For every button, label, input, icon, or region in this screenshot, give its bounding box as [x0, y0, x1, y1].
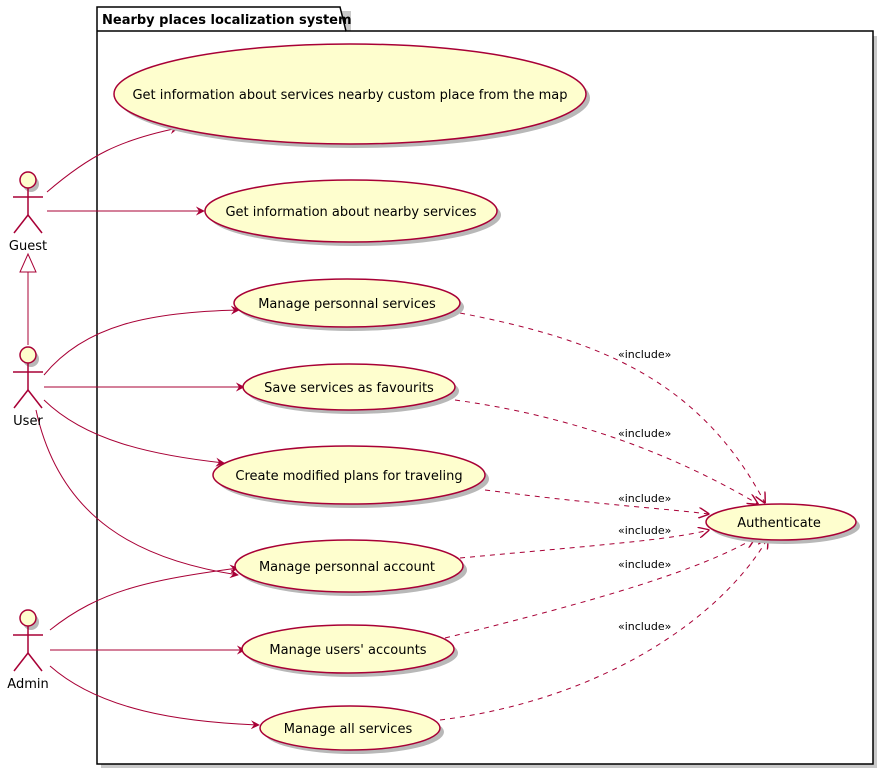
usecase-plans-label: Create modified plans for traveling — [235, 469, 462, 484]
usecase-authenticate-label: Authenticate — [737, 516, 821, 531]
usecase-nearby-label: Get information about nearby services — [225, 205, 476, 220]
assoc-user-plans — [43, 399, 225, 467]
associations — [35, 125, 260, 730]
include-label: «include» — [618, 620, 671, 633]
package-title: Nearby places localization system — [102, 13, 352, 28]
usecase-personnal-account-label: Manage personnal account — [259, 560, 435, 575]
include-favourits — [454, 399, 758, 504]
include-personnal-services — [459, 312, 765, 503]
usecase-users-accounts[interactable]: Manage users' accounts — [241, 624, 458, 677]
usecase-all-services[interactable]: Manage all services — [259, 705, 444, 754]
include-personnal-account — [459, 530, 709, 559]
actor-user[interactable]: User — [13, 346, 43, 429]
assoc-admin-all-services — [49, 665, 260, 730]
assoc-user-personnal-account — [35, 409, 239, 579]
include-plans — [484, 489, 709, 514]
actor-user-label: User — [13, 414, 43, 429]
include-all-services — [439, 538, 768, 721]
assoc-admin-personnal-account — [49, 564, 239, 631]
include-label: «include» — [618, 492, 671, 505]
assoc-user-personnal-services — [43, 305, 240, 376]
usecase-personnal-services[interactable]: Manage personnal services — [233, 278, 464, 331]
usecase-personnal-account[interactable]: Manage personnal account — [234, 539, 467, 596]
include-label: «include» — [618, 524, 671, 537]
usecase-custom-place-label: Get information about services nearby cu… — [132, 88, 567, 103]
usecase-users-accounts-label: Manage users' accounts — [269, 643, 426, 658]
actor-guest-label: Guest — [9, 239, 47, 254]
usecase-custom-place[interactable]: Get information about services nearby cu… — [113, 43, 590, 148]
include-label: «include» — [618, 558, 671, 571]
include-relations — [439, 312, 768, 721]
use-cases: Get information about services nearby cu… — [113, 43, 860, 754]
include-labels: «include» «include» «include» «include» … — [618, 348, 671, 633]
usecase-favourits[interactable]: Save services as favourits — [242, 363, 459, 414]
assoc-guest-custom-place — [46, 125, 179, 193]
usecase-favourits-label: Save services as favourits — [264, 381, 434, 396]
usecase-nearby[interactable]: Get information about nearby services — [204, 179, 501, 246]
include-label: «include» — [618, 427, 671, 440]
include-label: «include» — [618, 348, 671, 361]
usecase-authenticate[interactable]: Authenticate — [705, 503, 860, 544]
actor-guest[interactable]: Guest — [9, 171, 47, 254]
usecase-all-services-label: Manage all services — [284, 722, 413, 737]
generalization-user-guest — [19, 252, 37, 345]
usecase-personnal-services-label: Manage personnal services — [258, 297, 436, 312]
actor-admin[interactable]: Admin — [7, 609, 49, 692]
actor-admin-label: Admin — [7, 677, 48, 692]
usecase-plans[interactable]: Create modified plans for traveling — [212, 445, 489, 508]
